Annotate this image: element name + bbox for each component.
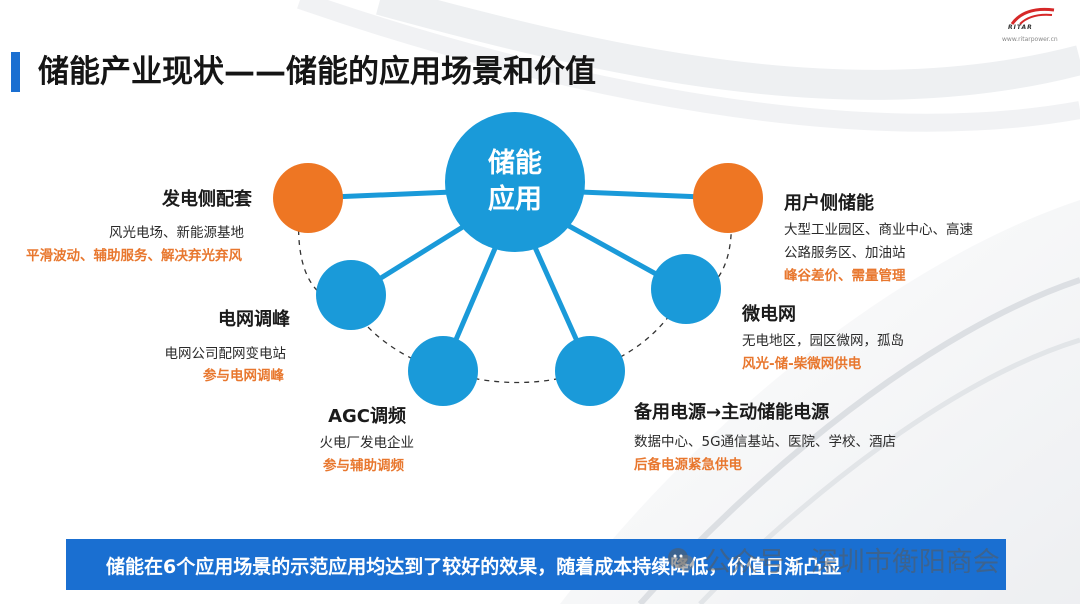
user-desc-1: 大型工业园区、商业中心、高速 (784, 222, 973, 238)
node-gen (273, 163, 343, 233)
node-agc (408, 336, 478, 406)
gen-value: 平滑波动、辅助服务、解决弃光弃风 (26, 248, 242, 264)
agc-value: 参与辅助调频 (323, 458, 404, 474)
logo-url: www.ritarpower.cn (1002, 36, 1058, 43)
node-user (693, 163, 763, 233)
gen-head: 发电侧配套 (162, 189, 252, 210)
node-grid (316, 260, 386, 330)
user-value: 峰谷差价、需量管理 (784, 268, 906, 284)
node-backup (555, 336, 625, 406)
summary-text: 储能在6个应用场景的示范应用均达到了较好的效果，随着成本持续降低，价值日渐凸显 (106, 556, 842, 578)
backup-value: 后备电源紧急供电 (634, 457, 742, 473)
grid-head: 电网调峰 (218, 309, 290, 330)
grid-desc: 电网公司配网变电站 (164, 346, 287, 362)
backup-head: 备用电源→主动储能电源 (634, 402, 830, 423)
backup-desc: 数据中心、5G通信基站、医院、学校、酒店 (634, 434, 897, 450)
watermark: 公众号 · 深圳市衡阳商会 (666, 540, 1000, 579)
agc-head: AGC调频 (328, 406, 406, 427)
company-logo: RITAR www.ritarpower.cn (1000, 6, 1070, 46)
micro-head: 微电网 (742, 304, 796, 325)
wechat-icon (668, 547, 694, 571)
grid-value: 参与电网调峰 (203, 368, 284, 384)
micro-desc: 无电地区，园区微网，孤岛 (742, 333, 904, 349)
gen-desc: 风光电场、新能源基地 (109, 225, 244, 241)
watermark-text: 公众号 · 深圳市衡阳商会 (704, 547, 1000, 578)
summary-banner (66, 539, 1006, 590)
micro-value: 风光-储-柴微网供电 (742, 356, 862, 372)
page-title: 储能产业现状——储能的应用场景和价值 (38, 54, 596, 90)
node-micro (651, 254, 721, 324)
center-line1: 储能 (488, 148, 542, 179)
center-label: 储能 应用 (445, 112, 585, 252)
user-head: 用户侧储能 (784, 193, 874, 214)
center-line2: 应用 (488, 184, 542, 215)
logo-text: RITAR (1008, 24, 1033, 31)
agc-desc: 火电厂发电企业 (319, 435, 415, 451)
title-accent-bar (11, 52, 20, 92)
node-center (445, 112, 585, 252)
user-desc-2: 公路服务区、加油站 (784, 245, 906, 261)
